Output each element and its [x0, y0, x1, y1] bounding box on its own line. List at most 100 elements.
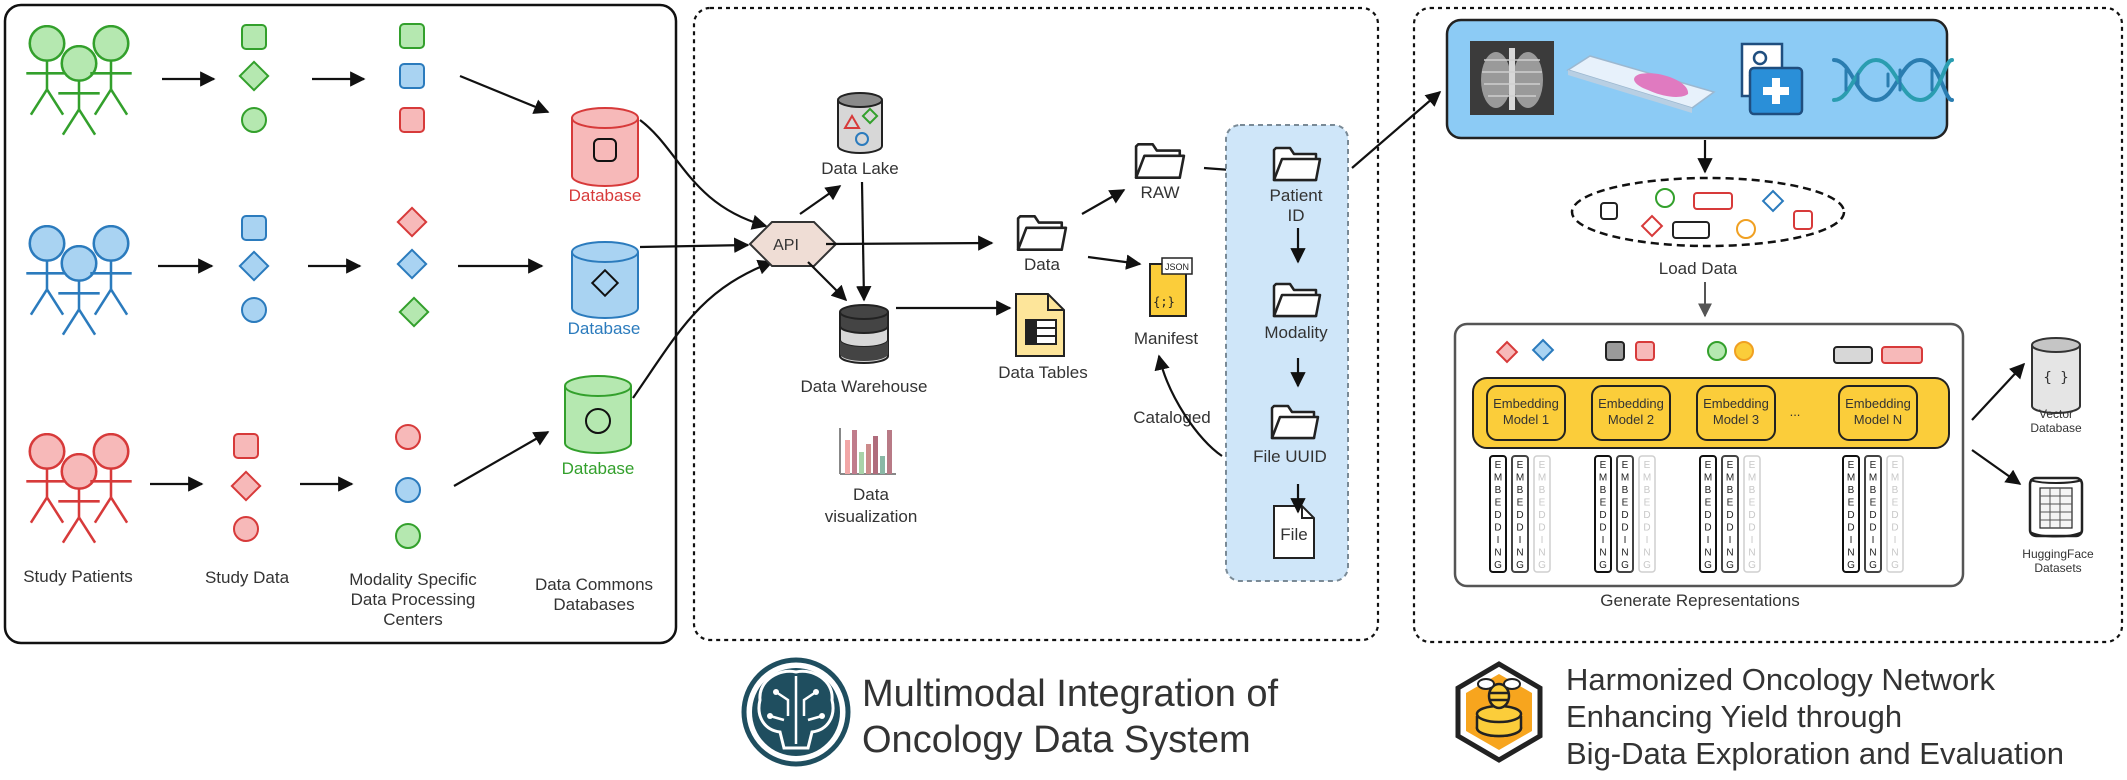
embedding-vector-letter: G [1516, 560, 1524, 571]
embedding-vector-letter: N [1643, 548, 1650, 559]
embedding-vector-letter: N [1847, 548, 1854, 559]
embedding-model-2-line2: Model 2 [1608, 412, 1654, 427]
patients-green-icon [25, 25, 133, 136]
embedding-model-3-line2: Model 3 [1713, 412, 1759, 427]
embedding-vector-letter: D [1891, 523, 1898, 534]
vector-db-braces: { } [2043, 370, 2068, 386]
embedding-model-n-line1: Embedding [1845, 396, 1911, 411]
huggingface-label-1: HuggingFace [2022, 547, 2094, 561]
json-braces-label: {;} [1153, 295, 1175, 309]
embedding-vector-letter: M [1494, 473, 1502, 484]
huggingface-label-2: Datasets [2034, 561, 2081, 575]
embedding-model-1[interactable]: Embedding Model 1 [1486, 385, 1566, 441]
modality-centers-label-3: Centers [383, 610, 443, 629]
embedding-vector-letter: D [1516, 523, 1523, 534]
embedding-vector-letter: E [1539, 498, 1546, 509]
embedding-vector-letter: E [1892, 498, 1899, 509]
embedding-vector-bar [1864, 455, 1882, 573]
middle-panel: API Data Lake Data Warehouse [692, 6, 1380, 642]
processed-data-green-icon [399, 23, 425, 133]
file-uuid-folder-icon[interactable] [1270, 404, 1320, 440]
data-tables-icon[interactable] [1015, 293, 1065, 357]
processed-data-red-icon [395, 424, 421, 549]
embedding-vector-letter: D [1704, 523, 1711, 534]
folder-structure-panel [1225, 124, 1349, 582]
embedding-vector-letter: D [1891, 510, 1898, 521]
embedding-vector-letter: B [1705, 485, 1712, 496]
embedding-vector-bar [1616, 455, 1634, 573]
embedding-vector-letter: B [1644, 485, 1651, 496]
raw-folder-icon[interactable] [1134, 143, 1186, 179]
embedding-vector-letter: I [1729, 535, 1732, 546]
embedding-vector-letter: B [1539, 485, 1546, 496]
embedding-vector-letter: I [1707, 535, 1710, 546]
generate-representations-label: Generate Representations [1600, 591, 1799, 610]
embedding-vector-letter: D [1621, 510, 1628, 521]
data-tables-label: Data Tables [998, 363, 1087, 382]
embedding-model-n[interactable]: Embedding Model N [1838, 385, 1918, 441]
embedding-vector-letter: M [1516, 473, 1524, 484]
database-blue-icon [571, 241, 639, 319]
embedding-vector-letter: E [1495, 460, 1502, 471]
api-node[interactable]: API [748, 221, 838, 267]
vector-db-label-1: Vector [2039, 407, 2073, 421]
manifest-icon[interactable]: JSON {;} [1149, 257, 1193, 317]
data-visualization-icon [839, 428, 896, 475]
embedding-model-1-line1: Embedding [1493, 396, 1559, 411]
embedding-vector-letter: I [1519, 535, 1522, 546]
modality-centers-label-2: Data Processing [351, 590, 476, 609]
study-data-blue-icon [238, 215, 270, 323]
embedding-vector-letter: E [1600, 498, 1607, 509]
embedding-vector-letter: I [1602, 535, 1605, 546]
embedding-vector-letter: B [1622, 485, 1629, 496]
embedding-vector-letter: N [1538, 548, 1545, 559]
embedding-vector-letter: M [1621, 473, 1629, 484]
embedding-vector-letter: N [1726, 548, 1733, 559]
embedding-vector-letter: E [1727, 460, 1734, 471]
embedding-vector-letter: M [1538, 473, 1546, 484]
embedding-vector-letter: E [1622, 498, 1629, 509]
embedding-vector-letter: E [1705, 460, 1712, 471]
embedding-vector-letter: I [1894, 535, 1897, 546]
embedding-vector-letter: G [1643, 560, 1651, 571]
data-folder-icon[interactable] [1016, 215, 1068, 251]
vector-database-icon[interactable]: { } [2031, 337, 2081, 414]
embedding-vector-letter: D [1599, 523, 1606, 534]
xray-icon [1470, 41, 1554, 115]
embedding-vector-letter: E [1517, 498, 1524, 509]
embedding-vector-letter: N [1869, 548, 1876, 559]
embedding-vector-letter: E [1644, 460, 1651, 471]
embedding-vector-letter: D [1847, 510, 1854, 521]
embedding-vector-letter: D [1847, 523, 1854, 534]
patients-red-icon [25, 433, 133, 544]
huggingface-datasets-icon[interactable] [2028, 476, 2084, 538]
vector-db-label-2: Database [2030, 421, 2082, 435]
embedding-vector-letter: E [1600, 460, 1607, 471]
embedding-vector-letter: G [1621, 560, 1629, 571]
processed-data-blue-icon [396, 206, 430, 328]
embedding-model-2-line1: Embedding [1598, 396, 1664, 411]
embedding-vector-letter: G [1704, 560, 1712, 571]
embedding-vector-letter: D [1643, 523, 1650, 534]
embedding-vector-letter: D [1869, 523, 1876, 534]
embedding-vector-letter: E [1749, 460, 1756, 471]
mint-title-line1: Multimodal Integration of [862, 673, 1279, 715]
embedding-vector-letter: D [1726, 523, 1733, 534]
embedding-vector-letter: D [1538, 510, 1545, 521]
embedding-vector-letter: B [1892, 485, 1899, 496]
study-data-green-icon [238, 24, 270, 133]
embedding-vector-letter: E [1727, 498, 1734, 509]
embedding-vector-letter: G [1869, 560, 1877, 571]
embedding-vector-letter: D [1494, 510, 1501, 521]
api-label: API [773, 237, 799, 254]
loaded-data-shapes [1600, 188, 1813, 239]
raw-label: RAW [1140, 183, 1179, 202]
generate-representations-box [1453, 322, 1965, 588]
dna-icon [1832, 57, 1954, 103]
embedding-vector-letter: G [1538, 560, 1546, 571]
embedding-model-3[interactable]: Embedding Model 3 [1696, 385, 1776, 441]
modality-folder-icon[interactable] [1272, 282, 1322, 318]
embedding-vectors: EMBEDDINGEMBEDDINGEMBEDDINGEMBEDDINGEMBE… [1489, 455, 1904, 573]
patient-id-folder-icon[interactable] [1272, 146, 1322, 182]
embedding-model-2[interactable]: Embedding Model 2 [1591, 385, 1671, 441]
